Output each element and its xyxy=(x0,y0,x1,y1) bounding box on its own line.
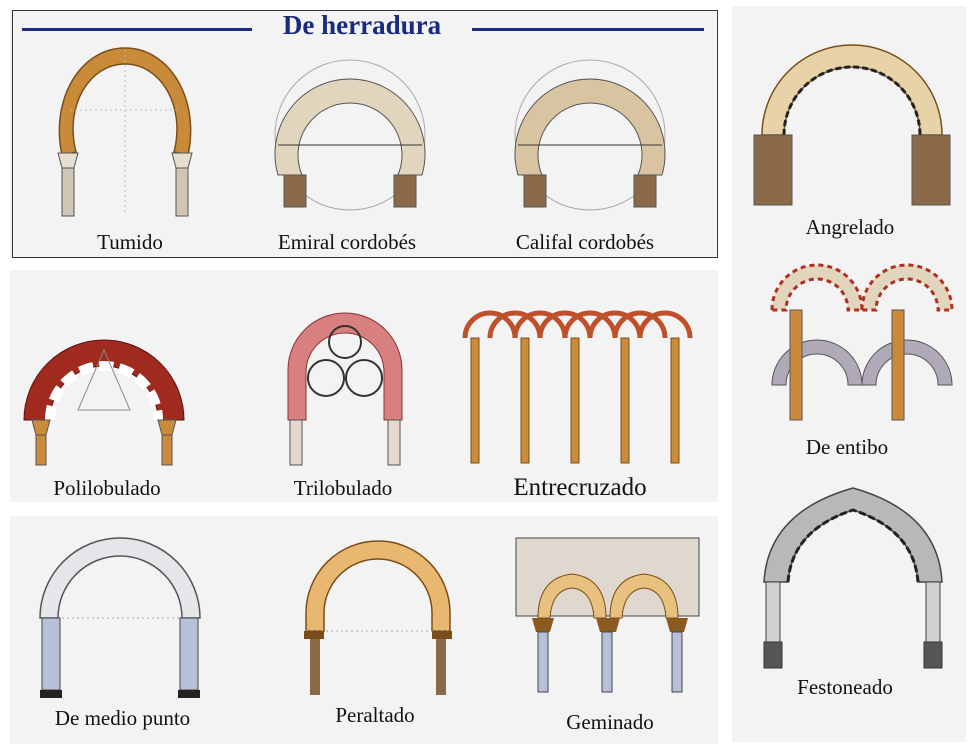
arch-califal-drawing xyxy=(514,59,666,211)
arch-label-de-medio-punto: De medio punto xyxy=(54,706,191,730)
arch-tumido-drawing xyxy=(57,47,193,217)
arch-entrecruzado-drawing xyxy=(462,310,693,464)
horseshoe-group-frame xyxy=(12,10,718,258)
arch-label-festoneado: Festoneado xyxy=(797,675,893,699)
arch-label-de-entibo: De entibo xyxy=(805,435,889,459)
arch-label-trilobulado: Trilobulado xyxy=(293,476,393,500)
arch-geminado-drawing xyxy=(515,537,700,693)
title-rule-left xyxy=(22,28,252,31)
panel-middle-row xyxy=(10,270,718,502)
arch-medio-punto-drawing xyxy=(39,537,201,698)
arch-entibo-drawing xyxy=(770,263,954,421)
arch-label-entrecruzado: Entrecruzado xyxy=(513,474,647,501)
title-rule-right xyxy=(472,28,704,31)
arch-peraltado-drawing xyxy=(304,540,452,695)
arch-label-califal-cordobes: Califal cordobés xyxy=(515,230,655,254)
arch-label-geminado: Geminado xyxy=(566,710,654,734)
arch-label-tumido: Tumido xyxy=(97,230,163,254)
arch-polilobulado-drawing xyxy=(23,339,185,466)
arch-label-angrelado: Angrelado xyxy=(805,215,895,239)
arch-trilobulado-drawing xyxy=(287,312,403,466)
arch-label-emiral-cordobes: Emiral cordobés xyxy=(277,230,417,254)
arch-emiral-drawing xyxy=(274,59,426,211)
arch-angrelado-drawing xyxy=(753,44,951,206)
arch-festoneado-drawing xyxy=(763,487,943,669)
arch-label-peraltado: Peraltado xyxy=(335,703,415,727)
arch-label-polilobulado: Polilobulado xyxy=(53,476,161,500)
group-title: De herradura xyxy=(282,10,442,40)
